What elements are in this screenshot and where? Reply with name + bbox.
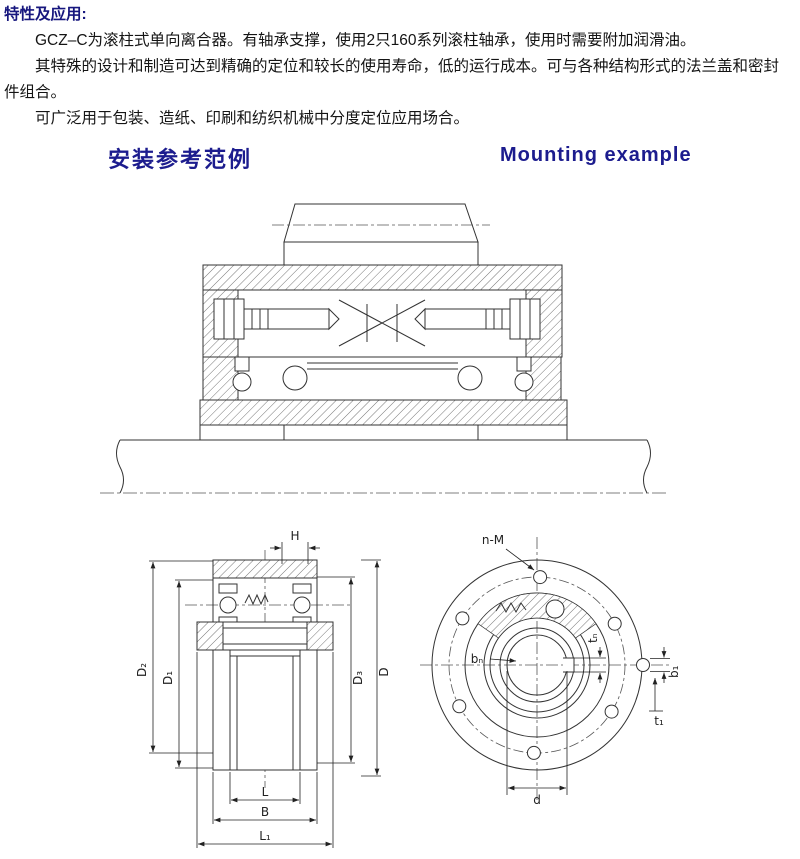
dim-label-b1: b₁ [667, 665, 681, 678]
mounting-example-drawing [92, 186, 712, 506]
dim-label-d: d [533, 793, 541, 807]
dim-H [270, 542, 320, 564]
dim-label-L1: L₁ [259, 829, 271, 843]
section-title-zh: 安装参考范例 [108, 147, 253, 172]
paragraph-3: 可广泛用于包装、造纸、印刷和纺织机械中分度定位应用场合。 [35, 110, 470, 127]
left-bearing-ball [283, 366, 307, 390]
roller [546, 600, 564, 618]
left-seal-ball [233, 373, 251, 391]
keyway [563, 658, 574, 672]
nM-leader [506, 549, 534, 570]
clutch-section [197, 560, 333, 770]
right-bolt [415, 299, 540, 339]
dim-label-B: B [261, 805, 269, 819]
left-shaft-break [117, 440, 124, 493]
dim-tn [574, 647, 606, 683]
spline-mesh [339, 300, 425, 346]
left-bolt [214, 299, 339, 339]
dim-label-D1: D₁ [161, 671, 175, 685]
dim-label-bn: bₙ [471, 652, 484, 666]
dim-label-L: L [262, 785, 269, 799]
paragraph-1: GCZ–C为滚柱式单向离合器。有轴承支撑，使用2只160系列滚柱轴承，使用时需要… [35, 32, 696, 49]
hub-and-shaft [100, 400, 667, 493]
dim-D [361, 560, 381, 776]
right-set-screw [517, 357, 531, 371]
front-view-drawing: n-M bₙ tₙ b₁ t₁ d [420, 533, 681, 807]
dim-label-t1: t₁ [654, 714, 664, 728]
dim-d [507, 671, 567, 795]
bearing-ball-left [220, 597, 236, 613]
dim-L1 [197, 652, 333, 848]
dim-label-nM: n-M [482, 533, 504, 547]
dim-D2 [149, 561, 213, 753]
dim-B [213, 772, 317, 824]
intro-section: 特性及应用: GCZ–C为滚柱式单向离合器。有轴承支撑，使用2只160系列滚柱轴… [0, 0, 800, 132]
dim-label-H: H [290, 529, 299, 543]
dim-label-D2: D₂ [135, 663, 149, 677]
dim-label-D3: D₃ [351, 671, 365, 685]
features-heading: 特性及应用: [4, 6, 87, 23]
dim-D3 [317, 577, 355, 763]
roller-mechanism [478, 593, 596, 638]
right-bearing-ball [458, 366, 482, 390]
dim-t1 [649, 678, 663, 711]
dim-label-tn: tₙ [586, 633, 600, 643]
left-set-screw [235, 357, 249, 371]
top-adapter [272, 204, 490, 265]
bearing-ball-right [294, 597, 310, 613]
dim-label-D: D [377, 667, 391, 676]
side-section-drawing: H D₂ D₁ D₃ D L B L₁ [135, 529, 391, 859]
dim-L [230, 772, 300, 804]
right-shaft-break [644, 440, 651, 493]
spring [496, 603, 526, 612]
side-hole [637, 659, 650, 672]
spring [245, 595, 268, 604]
bearing-row [203, 357, 561, 400]
dim-b1 [650, 647, 670, 683]
key [284, 425, 478, 440]
paragraph-2: 其特殊的设计和制造可达到精确的定位和较长的使用寿命，低的运行成本。可与各种结构形… [4, 58, 780, 101]
right-seal-ball [515, 373, 533, 391]
bn-leader [490, 658, 516, 663]
dim-D1 [175, 580, 213, 768]
section-title-en: Mounting example [500, 144, 692, 166]
bolt-holes [453, 571, 621, 760]
